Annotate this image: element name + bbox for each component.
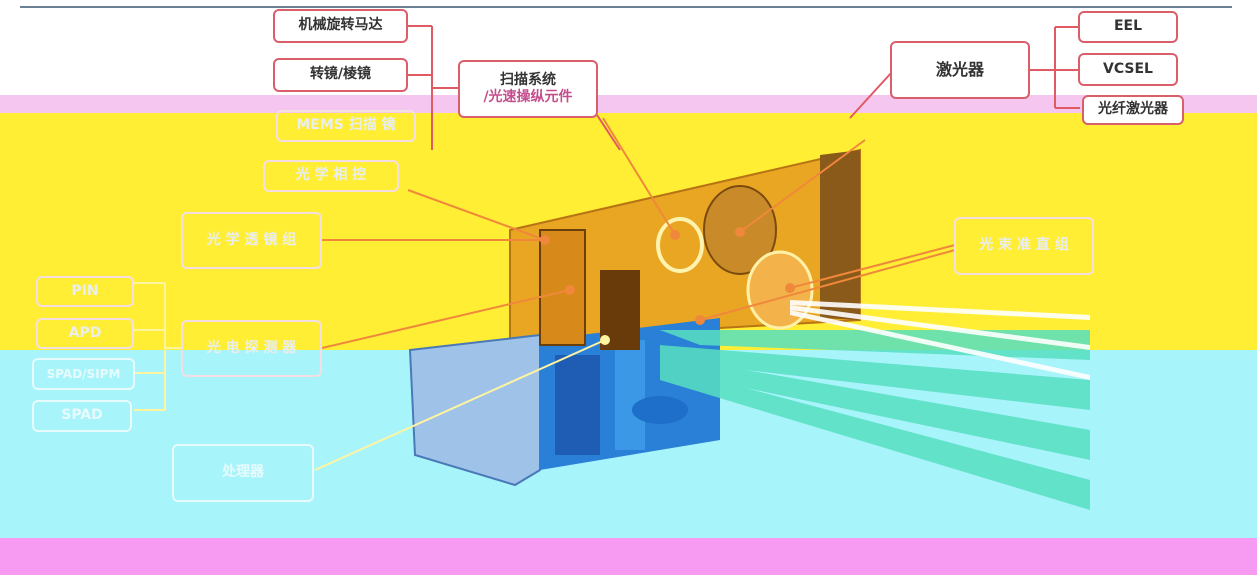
mems-label: MEMS 扫描 镜 [296, 117, 396, 134]
eel-box: EEL [1078, 11, 1178, 43]
processor-label: 处理器 [222, 464, 264, 481]
optical-lens-label: 光 学 透 镜 组 [206, 231, 297, 248]
top-divider [20, 6, 1232, 8]
spad-box: SPAD [32, 400, 132, 432]
laser-title: 激光器 [935, 60, 984, 79]
scan-system-box: 扫描系统 /光速操纵元件 [458, 60, 598, 118]
apd-label: APD [68, 324, 102, 341]
photodetector-box: 光 电 探 测 器 [181, 320, 322, 377]
laser-box: 激光器 [890, 41, 1030, 99]
mems-box: MEMS 扫描 镜 [276, 110, 416, 142]
mirror-prism-label: 转镜/棱镜 [309, 66, 372, 83]
vcsel-label: VCSEL [1103, 60, 1153, 77]
pink-band [0, 95, 1257, 113]
apd-box: APD [36, 318, 134, 349]
spad-label: SPAD [61, 407, 103, 424]
spad-sipm-label: SPAD/SIPM [46, 366, 121, 381]
scan-system-subtitle: /光速操纵元件 [483, 89, 573, 105]
scan-system-title: 扫描系统 [500, 71, 556, 88]
spad-sipm-box: SPAD/SIPM [32, 358, 135, 390]
eel-label: EEL [1113, 18, 1143, 35]
optical-phase-label: 光 学 相 控 [295, 167, 367, 184]
fiber-laser-label: 光纤激光器 [1098, 101, 1168, 118]
magenta-band [0, 538, 1257, 575]
pin-label: PIN [71, 282, 99, 299]
processor-box: 处理器 [172, 444, 314, 502]
beam-collimator-label: 光 束 准 直 组 [979, 237, 1069, 254]
pin-box: PIN [36, 276, 134, 307]
beam-collimator-box: 光 束 准 直 组 [954, 217, 1094, 275]
mechanical-motor-label: 机械旋转马达 [298, 17, 383, 34]
optical-phase-box: 光 学 相 控 [263, 160, 399, 192]
mirror-prism-box: 转镜/棱镜 [273, 58, 408, 92]
mechanical-motor-box: 机械旋转马达 [273, 9, 408, 43]
optical-lens-box: 光 学 透 镜 组 [181, 212, 322, 269]
photodetector-label: 光 电 探 测 器 [206, 339, 297, 356]
fiber-laser-box: 光纤激光器 [1082, 95, 1184, 125]
vcsel-box: VCSEL [1078, 53, 1178, 86]
